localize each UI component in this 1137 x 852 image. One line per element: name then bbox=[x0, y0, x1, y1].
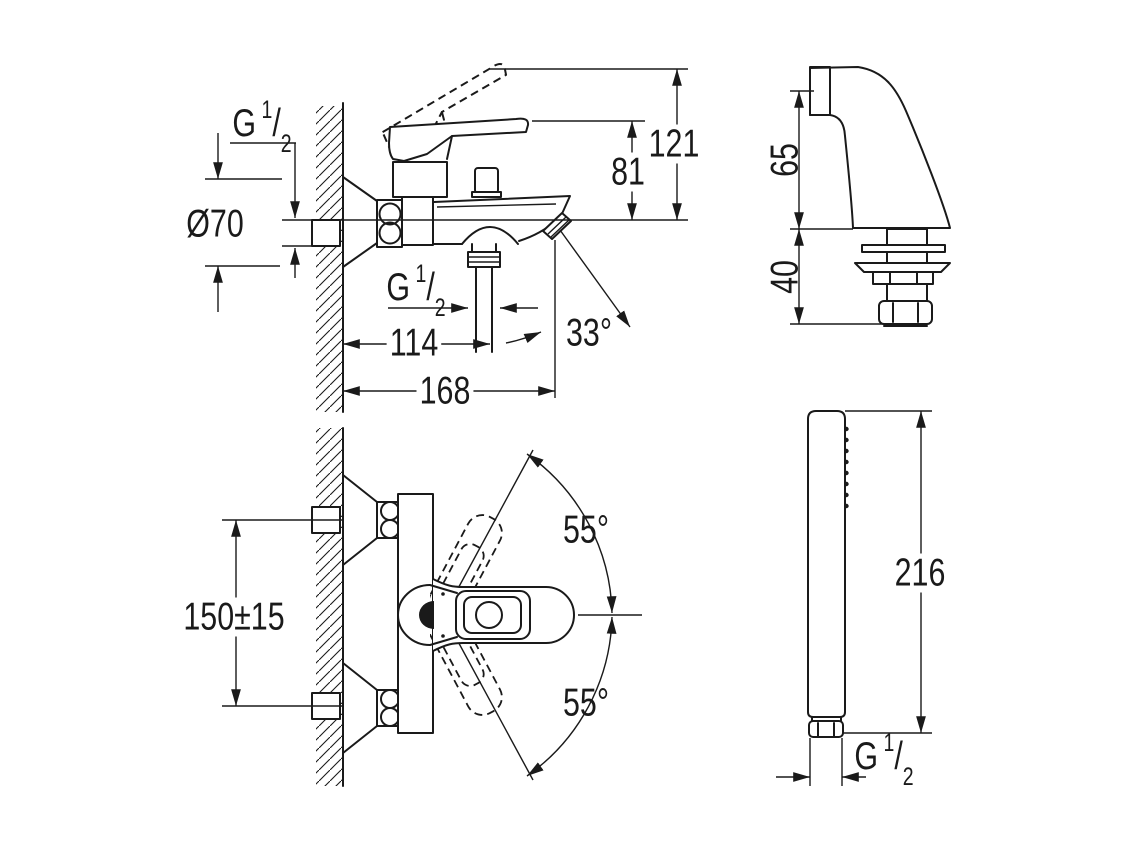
dim-label-40: 40 bbox=[763, 260, 807, 294]
holder-view bbox=[790, 66, 951, 327]
lever-button bbox=[475, 601, 503, 629]
hex-nut-lower bbox=[878, 300, 933, 325]
swing-arc-lower bbox=[526, 616, 617, 777]
escutcheon-bottom bbox=[342, 662, 378, 754]
dim-label-150: 150±15 bbox=[180, 597, 288, 637]
spout-outlet-mark bbox=[419, 601, 434, 629]
dim-label-55deg-lower: 55° bbox=[562, 681, 610, 725]
spray-angle-leader bbox=[559, 229, 631, 328]
dim-label-81: 81 bbox=[607, 152, 649, 192]
wall-hatch bbox=[316, 106, 343, 412]
dim-label-65: 65 bbox=[763, 143, 807, 177]
holder-body bbox=[809, 66, 951, 229]
wall-hatch-top bbox=[316, 428, 343, 786]
spray-angle-arc bbox=[505, 331, 542, 344]
cartridge-housing bbox=[392, 161, 448, 198]
top-view-mixer bbox=[222, 427, 642, 787]
diverter-knob bbox=[474, 167, 499, 194]
dim-label-33deg: 33° bbox=[565, 311, 613, 355]
threaded-stem-lower bbox=[886, 283, 928, 302]
dim-label-216: 216 bbox=[891, 553, 949, 593]
escutcheon-top bbox=[342, 474, 378, 566]
dim-label-escutcheon-diameter: Ø70 bbox=[186, 202, 244, 246]
washer bbox=[861, 244, 946, 253]
dim-label-114: 114 bbox=[386, 323, 442, 363]
hand-shower-body bbox=[807, 410, 846, 718]
hand-shower-view bbox=[776, 410, 932, 786]
dim-label-168: 168 bbox=[416, 371, 474, 411]
dim-label-55deg-upper: 55° bbox=[562, 508, 610, 552]
side-view-mixer bbox=[205, 60, 688, 413]
outlet-thread bbox=[467, 251, 501, 268]
mixer-body bbox=[401, 196, 434, 246]
spout-rim bbox=[433, 195, 571, 217]
flange-collar bbox=[854, 262, 951, 273]
coupling-nut bbox=[808, 720, 844, 738]
lever-handle bbox=[388, 117, 530, 162]
supply-union bbox=[311, 219, 341, 247]
dim-label-121: 121 bbox=[645, 124, 703, 164]
swing-arc-upper bbox=[526, 453, 617, 614]
spray-nozzles bbox=[844, 426, 849, 509]
escutcheon-cone bbox=[342, 176, 378, 268]
body-dome bbox=[397, 584, 431, 646]
diverter-base bbox=[471, 191, 502, 198]
shower-outlet-dome bbox=[461, 226, 519, 245]
hex-nut-upper bbox=[872, 271, 934, 285]
